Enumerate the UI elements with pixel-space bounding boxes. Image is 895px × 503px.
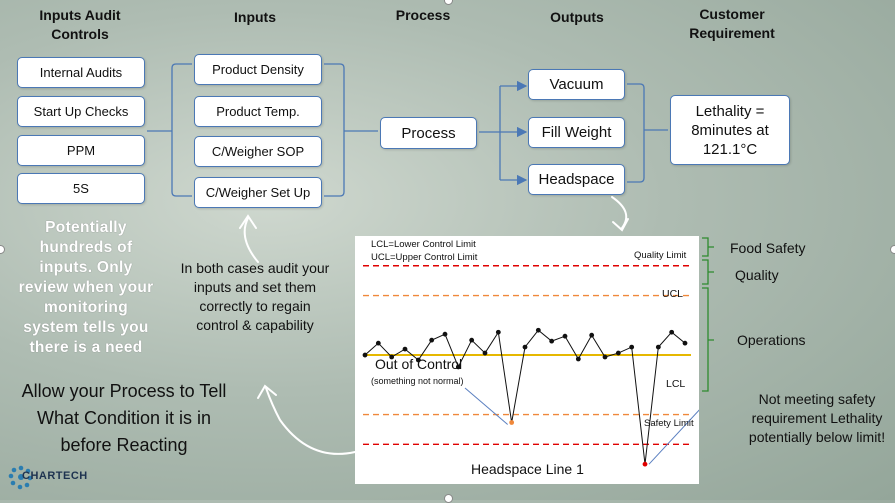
zone-label-food-safety: Food Safety <box>730 240 806 256</box>
chart-title: Headspace Line 1 <box>471 461 584 477</box>
note-potentially-hundreds: Potentially hundreds of inputs. Only rev… <box>18 219 154 356</box>
edge-handle-left <box>0 245 5 254</box>
zone-label-operations: Operations <box>737 332 806 348</box>
data-point-20 <box>629 344 635 350</box>
data-point-0 <box>362 352 368 358</box>
limit-label-ucl: UCL <box>662 288 684 300</box>
control-chart-panel: LCL=Lower Control Limit UCL=Upper Contro… <box>355 236 699 484</box>
data-point-4 <box>415 357 421 363</box>
process-box: Process <box>380 117 477 149</box>
note-allow-your-process: Allow your Process to Tell What Conditio… <box>21 381 227 455</box>
note-audit-inputs: In both cases audit your inputs and set … <box>180 260 330 333</box>
out-of-control-label: Out of Control <box>375 356 463 372</box>
input-box-product-temp: Product Temp. <box>194 96 322 127</box>
limit-label-lcl: LCL <box>666 378 686 390</box>
data-point-18 <box>602 354 608 360</box>
data-point-3 <box>402 346 408 352</box>
input-box-product-density: Product Density <box>194 54 322 85</box>
data-point-16 <box>575 356 581 362</box>
header-inputs: Inputs <box>234 9 276 25</box>
header-customer-requirement: Customer Requirement <box>689 6 775 41</box>
output-box-vacuum: Vacuum <box>528 69 625 100</box>
chart-legend: LCL=Lower Control Limit UCL=Upper Contro… <box>371 238 477 264</box>
something-not-normal-label: (something not normal) <box>371 376 464 386</box>
header-inputs-audit-controls: Inputs Audit Controls <box>39 7 121 42</box>
data-point-1 <box>375 340 381 346</box>
data-point-7 <box>455 364 461 370</box>
limit-label-safety: Safety Limit <box>644 418 694 429</box>
audit-box-5s: 5S <box>17 173 145 204</box>
input-box-cweigher-sop: C/Weigher SOP <box>194 136 322 167</box>
input-box-cweigher-setup: C/Weigher Set Up <box>194 177 322 208</box>
edge-handle-top <box>444 0 453 5</box>
audit-box-start-up-checks: Start Up Checks <box>17 96 145 127</box>
data-point-14 <box>549 338 555 344</box>
header-outputs: Outputs <box>550 9 604 25</box>
limit-label-quality: Quality Limit <box>634 250 687 261</box>
data-point-6 <box>442 331 448 337</box>
control-chart <box>362 265 699 467</box>
data-point-24 <box>682 340 688 346</box>
data-point-11 <box>509 420 515 425</box>
data-point-17 <box>589 332 595 338</box>
zone-brackets <box>702 237 714 392</box>
data-point-5 <box>429 337 435 343</box>
brand-name: CHARTECH <box>22 470 88 482</box>
chartech-logo: CHARTECH <box>8 463 92 491</box>
safety-breach-arrow <box>648 409 699 465</box>
data-point-13 <box>535 327 541 333</box>
audit-box-ppm: PPM <box>17 135 145 166</box>
zone-label-quality: Quality <box>735 267 779 283</box>
output-box-fill-weight: Fill Weight <box>528 117 625 148</box>
output-box-headspace: Headspace <box>528 164 625 195</box>
chartech-logo-icon <box>8 465 33 490</box>
data-point-10 <box>495 329 501 335</box>
data-point-22 <box>655 344 661 350</box>
data-point-12 <box>522 344 528 350</box>
data-point-23 <box>669 329 675 335</box>
data-point-21 <box>642 461 648 467</box>
data-point-19 <box>615 350 621 356</box>
requirement-box: Lethality = 8minutes at 121.1°C <box>670 95 790 165</box>
data-point-9 <box>482 350 488 356</box>
header-process: Process <box>395 7 451 23</box>
legend-lcl: LCL=Lower Control Limit <box>371 239 476 250</box>
edge-handle-right <box>890 245 895 254</box>
out-of-control-arrow <box>464 387 508 425</box>
note-not-meeting-safety: Not meeting safety requirement Lethality… <box>748 391 886 445</box>
data-point-15 <box>562 333 568 339</box>
legend-ucl: UCL=Upper Control Limit <box>371 252 478 263</box>
data-point-8 <box>469 337 475 343</box>
data-point-2 <box>389 354 395 360</box>
audit-box-internal-audits: Internal Audits <box>17 57 145 88</box>
